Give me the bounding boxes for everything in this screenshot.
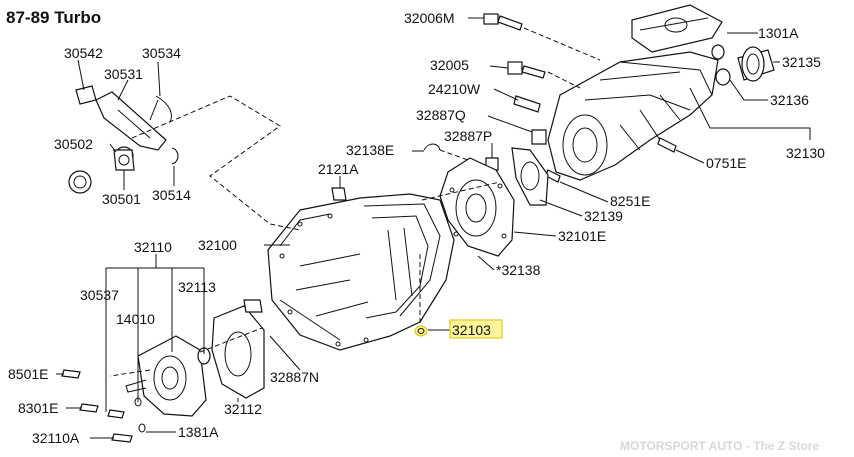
label-32113: 32113 xyxy=(178,279,216,295)
label-1301a: 1301A xyxy=(758,25,799,41)
label-24210w: 24210W xyxy=(428,81,481,97)
label-32139: 32139 xyxy=(584,208,623,224)
spring-30534 xyxy=(149,95,172,123)
label-1381a: 1381A xyxy=(178,424,219,440)
rear-bushing xyxy=(711,44,775,86)
label-32887n: 32887N xyxy=(270,369,319,385)
watermark: MOTORSPORT AUTO - The Z Store xyxy=(620,439,819,453)
sensor-switch-32005 xyxy=(507,61,546,79)
highlight-box-32103 xyxy=(449,319,503,339)
label-2121a: 2121A xyxy=(318,161,359,177)
label-32006m: 32006M xyxy=(404,10,455,26)
label-30542: 30542 xyxy=(64,45,103,61)
speedo-pinion xyxy=(513,95,541,113)
label-32138e: 32138E xyxy=(346,142,394,158)
label-8501e: 8501E xyxy=(8,366,48,382)
label-32136: 32136 xyxy=(770,92,809,108)
bushing-32887n xyxy=(243,299,263,313)
bolt-0751e xyxy=(657,137,677,153)
ball-pin-30542 xyxy=(75,85,97,105)
label-8251e: 8251E xyxy=(610,193,650,209)
rear-extension-housing xyxy=(547,51,719,181)
label-30501: 30501 xyxy=(102,191,141,207)
label-0751e: 0751E xyxy=(706,155,746,171)
label-32135: 32135 xyxy=(782,54,821,70)
bracket-32110 xyxy=(105,254,205,412)
label-30534: 30534 xyxy=(142,45,181,61)
label-32100: 32100 xyxy=(198,237,237,253)
dashed-assembly-lines xyxy=(109,27,601,377)
label-32130: 32130 xyxy=(786,145,825,161)
front-bolts xyxy=(61,369,146,443)
label-32887p: 32887P xyxy=(444,128,492,144)
clip-30514 xyxy=(171,147,179,165)
label-30502: 30502 xyxy=(54,136,93,152)
front-cover xyxy=(125,335,207,417)
part-labels: 32006M 1301A 30542 30534 32005 32135 305… xyxy=(8,10,825,446)
seal-30502 xyxy=(68,170,92,194)
gasket-32139 xyxy=(511,147,549,206)
label-32103: 32103 xyxy=(452,322,491,338)
sensor-switch-32006m xyxy=(483,13,523,31)
label-32112: 32112 xyxy=(224,401,262,417)
label-32138-star: *32138 xyxy=(496,262,541,278)
label-32887q: 32887Q xyxy=(416,107,466,123)
adapter-plate xyxy=(439,157,515,257)
label-14010: 14010 xyxy=(116,311,155,327)
gasket-32112 xyxy=(211,305,265,399)
bearing-30501 xyxy=(113,146,135,171)
label-32110a: 32110A xyxy=(32,430,80,446)
leader-lines xyxy=(56,17,811,439)
transmission-case xyxy=(267,193,455,351)
diagram-title: 87-89 Turbo xyxy=(6,8,101,27)
highlighted-part-32103-shape xyxy=(414,325,428,337)
label-32101e: 32101E xyxy=(558,228,606,244)
release-fork xyxy=(95,91,167,151)
label-8301e: 8301E xyxy=(18,400,58,416)
shift-tower-cover xyxy=(631,4,723,53)
label-30531: 30531 xyxy=(104,66,143,82)
label-32110: 32110 xyxy=(134,239,172,255)
plug-2121a xyxy=(331,187,347,201)
label-30514: 30514 xyxy=(152,187,191,203)
label-32005: 32005 xyxy=(430,57,469,73)
label-30537: 30537 xyxy=(80,287,119,303)
